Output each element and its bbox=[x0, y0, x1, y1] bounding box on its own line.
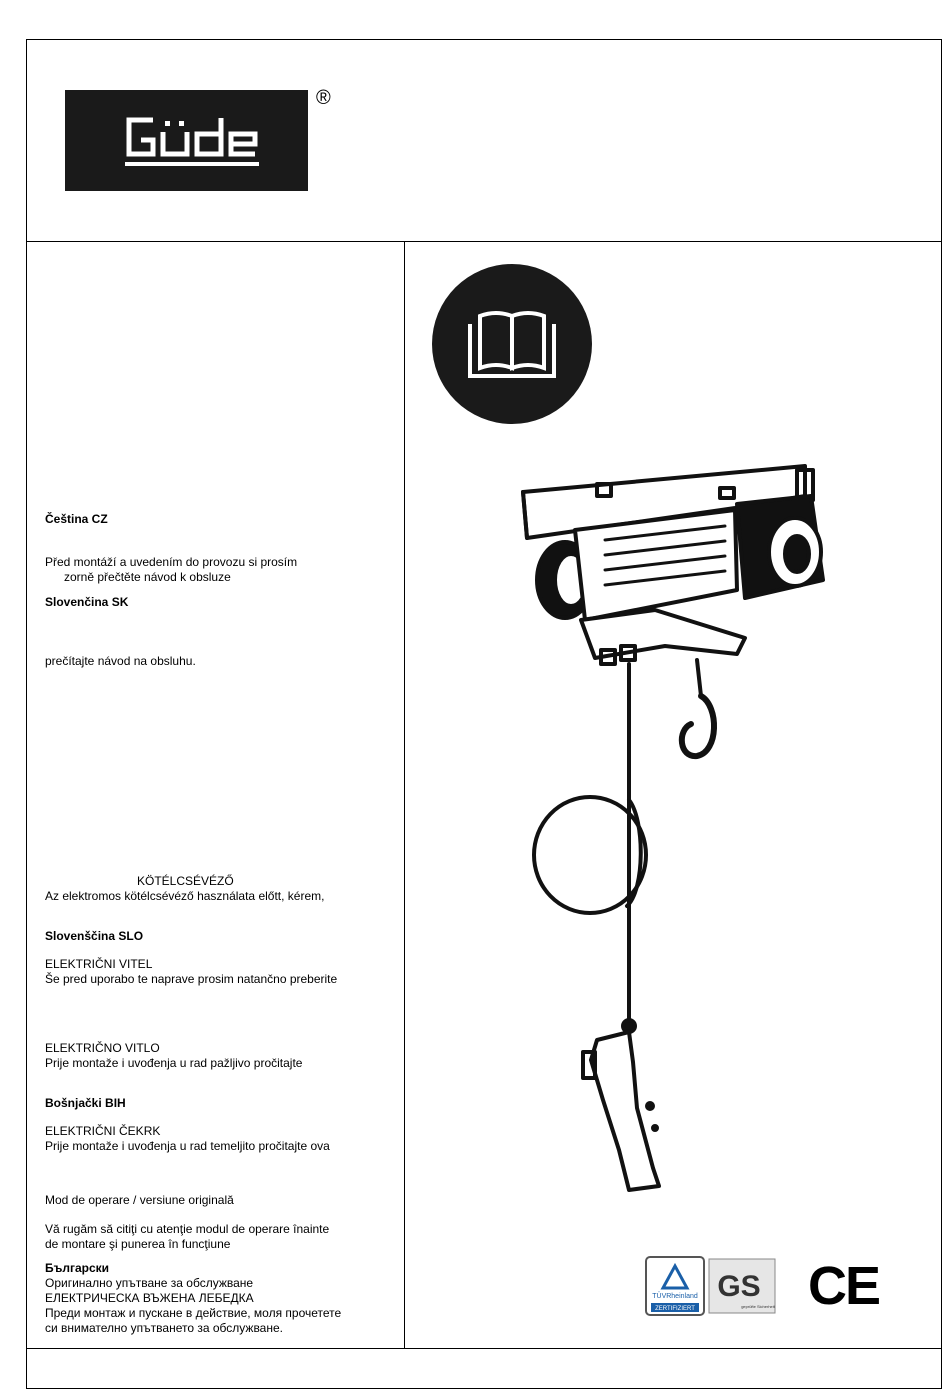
text-slo-line-1: Še pred uporabo te naprave prosim natanč… bbox=[45, 972, 338, 986]
registered-mark: ® bbox=[316, 87, 331, 109]
gs-sublabel: geprüfte Sicherheit bbox=[741, 1304, 775, 1309]
lang-heading-bih: Bošnjački BIH bbox=[45, 1096, 126, 1110]
header-divider bbox=[26, 241, 942, 242]
ce-label: CE bbox=[808, 1256, 881, 1316]
text-bg-line-3: Преди монтаж и пускане в действие, моля … bbox=[45, 1306, 342, 1320]
text-cz-line-2: zorně přečtěte návod k obsluze bbox=[64, 570, 231, 584]
text-hu-title: KÖTÉLCSÉVÉZŐ bbox=[137, 874, 234, 888]
text-bg-line-1: Оригинално упътване за обслужване bbox=[45, 1276, 254, 1290]
text-hr-line-1: Prije montaže i uvođenja u rad pažljivo … bbox=[45, 1056, 303, 1070]
tuv-certification-icon: TÜVRheinland ZERTIFIZIERT bbox=[645, 1256, 705, 1316]
column-divider bbox=[404, 241, 405, 1348]
lang-heading-bg: Български bbox=[45, 1261, 110, 1275]
text-bg-line-4: си внимателно упътването за обслужване. bbox=[45, 1321, 283, 1335]
manual-icon-circle bbox=[432, 264, 592, 424]
brand-logo bbox=[65, 90, 308, 191]
lang-heading-slo: Slovenščina SLO bbox=[45, 929, 144, 943]
lang-heading-sk: Slovenčina SK bbox=[45, 595, 129, 609]
text-bg-line-2: ЕЛЕКТРИЧЕСКА ВЪЖЕНА ЛЕБЕДКА bbox=[45, 1291, 254, 1305]
hoist-illustration bbox=[521, 464, 825, 1192]
brand-logo-wordmark bbox=[125, 117, 259, 166]
lang-heading-cz: Čeština CZ bbox=[45, 512, 108, 526]
gs-label: GS bbox=[717, 1270, 760, 1303]
text-bih-title: ELEKTRIČNI ČEKRK bbox=[45, 1124, 161, 1138]
text-cz-line-1: Před montáží a uvedením do provozu si pr… bbox=[45, 555, 298, 569]
text-hu-line-1: Az elektromos kötélcsévéző használata el… bbox=[45, 889, 325, 903]
ce-mark-icon: CE bbox=[808, 1256, 881, 1316]
text-slo-title: ELEKTRIČNI VITEL bbox=[45, 957, 153, 971]
gs-certification-icon: GS geprüfte Sicherheit bbox=[708, 1258, 776, 1314]
tuv-label: TÜVRheinland bbox=[652, 1292, 698, 1300]
text-ro-line-1: Vă rugăm să citiţi cu atenţie modul de o… bbox=[45, 1222, 330, 1236]
text-bih-line-1: Prije montaže i uvođenja u rad temeljito… bbox=[45, 1139, 330, 1153]
text-ro-line-2: de montare şi punerea în funcţiune bbox=[45, 1237, 231, 1251]
footer-divider bbox=[26, 1348, 942, 1349]
text-hr-title: ELEKTRIČNO VITLO bbox=[45, 1041, 160, 1055]
text-sk-line-1: prečítajte návod na obsluhu. bbox=[45, 654, 196, 668]
page-border bbox=[26, 39, 942, 1389]
text-ro-title: Mod de operare / versiune originală bbox=[45, 1193, 234, 1207]
open-book-icon bbox=[468, 311, 556, 378]
tuv-sublabel: ZERTIFIZIERT bbox=[655, 1306, 695, 1312]
